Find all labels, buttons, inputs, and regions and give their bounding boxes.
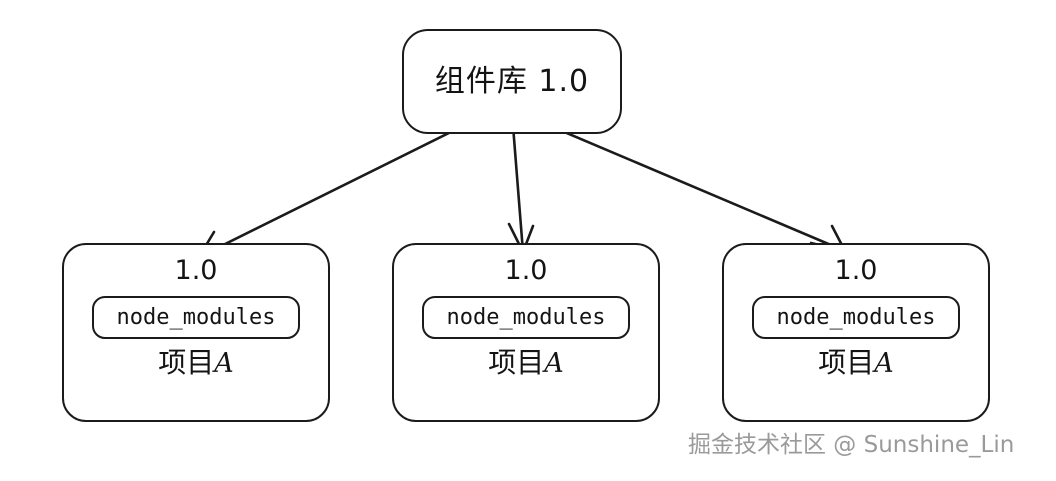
project-3-name: 项目A [724,346,988,379]
project-2-name-cjk: 项目 [488,346,545,379]
edge-root-to-project-3 [534,118,847,253]
project-node-2[interactable]: 1.0 node_modules 项目A [392,243,660,422]
project-1-name-latin: A [214,348,234,379]
project-1-name: 项目A [64,346,328,379]
project-2-node-modules-label: node_modules [446,304,606,330]
edge-root-to-project-1 [197,117,479,259]
root-node-label: 组件库 1.0 [434,63,590,99]
project-1-name-cjk: 项目 [158,346,215,379]
project-node-1[interactable]: 1.0 node_modules 项目A [62,243,330,422]
root-node-component-library[interactable]: 组件库 1.0 [402,29,622,134]
project-2-node-modules-box[interactable]: node_modules [422,296,630,339]
project-1-node-modules-box[interactable]: node_modules [92,296,300,339]
project-1-node-modules-label: node_modules [116,304,276,330]
project-3-node-modules-box[interactable]: node_modules [752,296,960,339]
project-3-node-modules-label: node_modules [776,304,936,330]
project-node-3[interactable]: 1.0 node_modules 项目A [722,243,990,422]
project-2-name: 项目A [394,346,658,379]
project-2-version-label: 1.0 [504,255,548,286]
project-3-version-label: 1.0 [834,255,878,286]
project-3-name-cjk: 项目 [818,346,875,379]
project-2-name-latin: A [544,348,564,379]
watermark-text: 掘金技术社区 @ Sunshine_Lin [688,432,1015,458]
project-3-name-latin: A [874,348,894,379]
project-1-version-label: 1.0 [174,255,218,286]
